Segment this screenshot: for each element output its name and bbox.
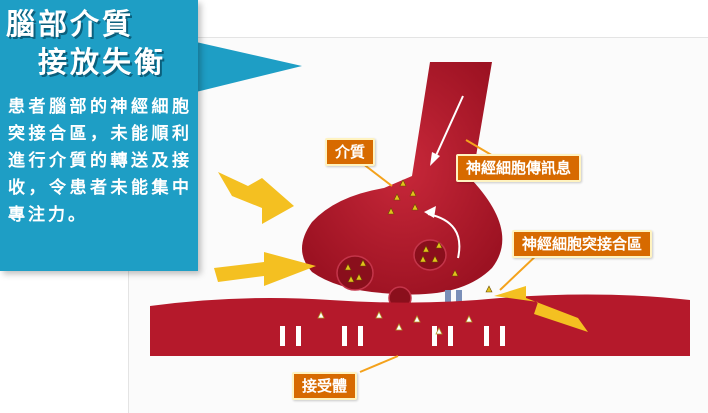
info-callout: 腦部介質 接放失衡 患者腦部的神經細胞突接合區，未能順利進行介質的轉送及接收，令…	[0, 0, 198, 271]
callout-body: 患者腦部的神經細胞突接合區，未能順利進行介質的轉送及接收，令患者未能集中專注力。	[8, 94, 192, 229]
label-receptor: 接受體	[292, 372, 357, 400]
callout-title: 腦部介質 接放失衡	[4, 4, 194, 88]
title-line1: 腦部介質	[6, 7, 134, 41]
label-synapse: 神經細胞突接合區	[512, 230, 652, 258]
postsynaptic-membrane	[150, 294, 690, 356]
label-transmitter: 介質	[325, 138, 375, 166]
callout-pointer	[196, 42, 302, 92]
label-neuron-signal: 神經細胞傳訊息	[456, 154, 581, 182]
title-line2: 接放失衡	[38, 45, 166, 79]
